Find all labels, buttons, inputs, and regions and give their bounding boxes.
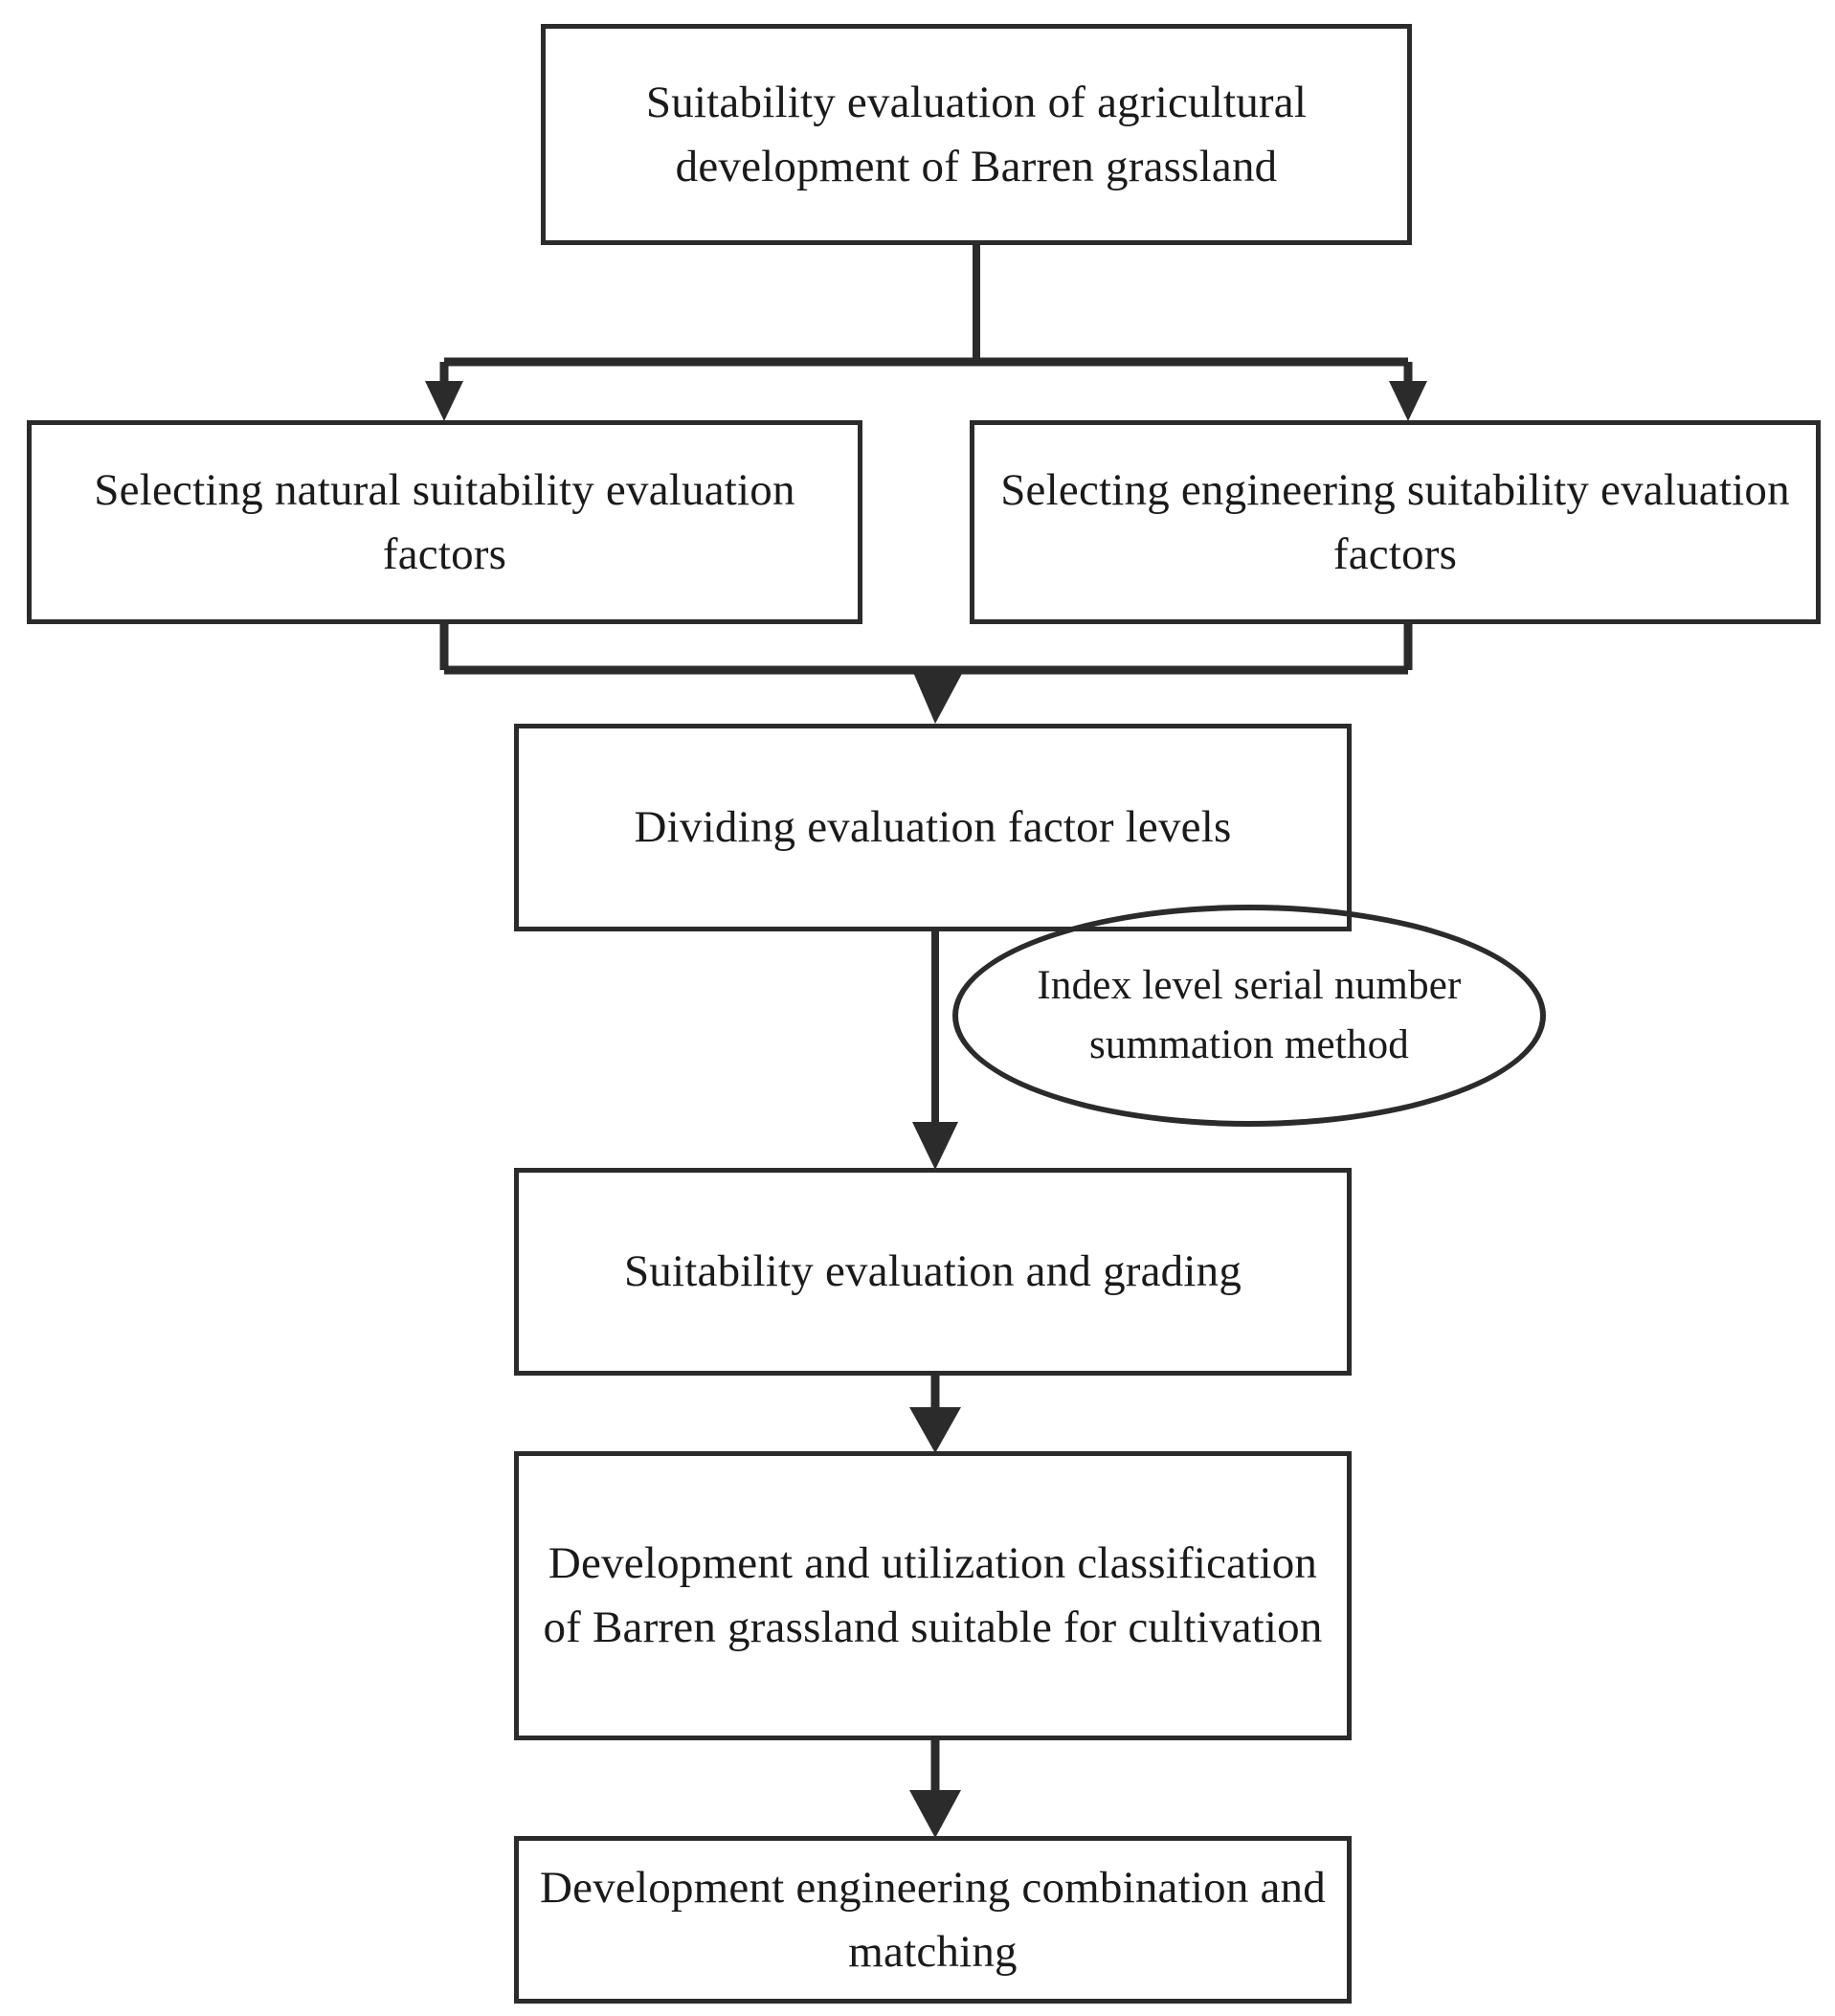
node-root[interactable]: Suitability evaluation of agricultural d… (541, 24, 1412, 245)
edge-root-to-branches (425, 245, 1427, 421)
node-evaluation-grading-label: Suitability evaluation and grading (623, 1246, 1242, 1297)
node-evaluation-grading[interactable]: Suitability evaluation and grading (514, 1168, 1352, 1376)
node-summation-method-label: Index level serial number summation meth… (1037, 962, 1462, 1067)
edge-classification-to-matching (909, 1740, 961, 1838)
node-natural-factors[interactable]: Selecting natural suitability evaluation… (27, 420, 862, 624)
node-root-label: Suitability evaluation of agricultural d… (645, 77, 1308, 191)
edge-dividing-to-grading (912, 931, 958, 1170)
node-dividing-levels-label: Dividing evaluation factor levels (634, 802, 1232, 853)
node-engineering-matching-label: Development engineering combination and … (540, 1862, 1326, 1977)
node-engineering-factors[interactable]: Selecting engineering suitability evalua… (970, 420, 1821, 624)
node-dividing-levels[interactable]: Dividing evaluation factor levels (514, 724, 1352, 931)
edge-branches-to-dividing (439, 624, 1413, 724)
node-engineering-factors-label: Selecting engineering suitability evalua… (1000, 464, 1790, 579)
node-development-classification-label: Development and utilization classificati… (543, 1538, 1323, 1652)
node-development-classification[interactable]: Development and utilization classificati… (514, 1451, 1352, 1740)
node-engineering-matching[interactable]: Development engineering combination and … (514, 1836, 1352, 2004)
node-summation-method[interactable]: Index level serial number summation meth… (952, 905, 1546, 1127)
edge-grading-to-classification (909, 1376, 961, 1453)
node-natural-factors-label: Selecting natural suitability evaluation… (94, 464, 795, 579)
